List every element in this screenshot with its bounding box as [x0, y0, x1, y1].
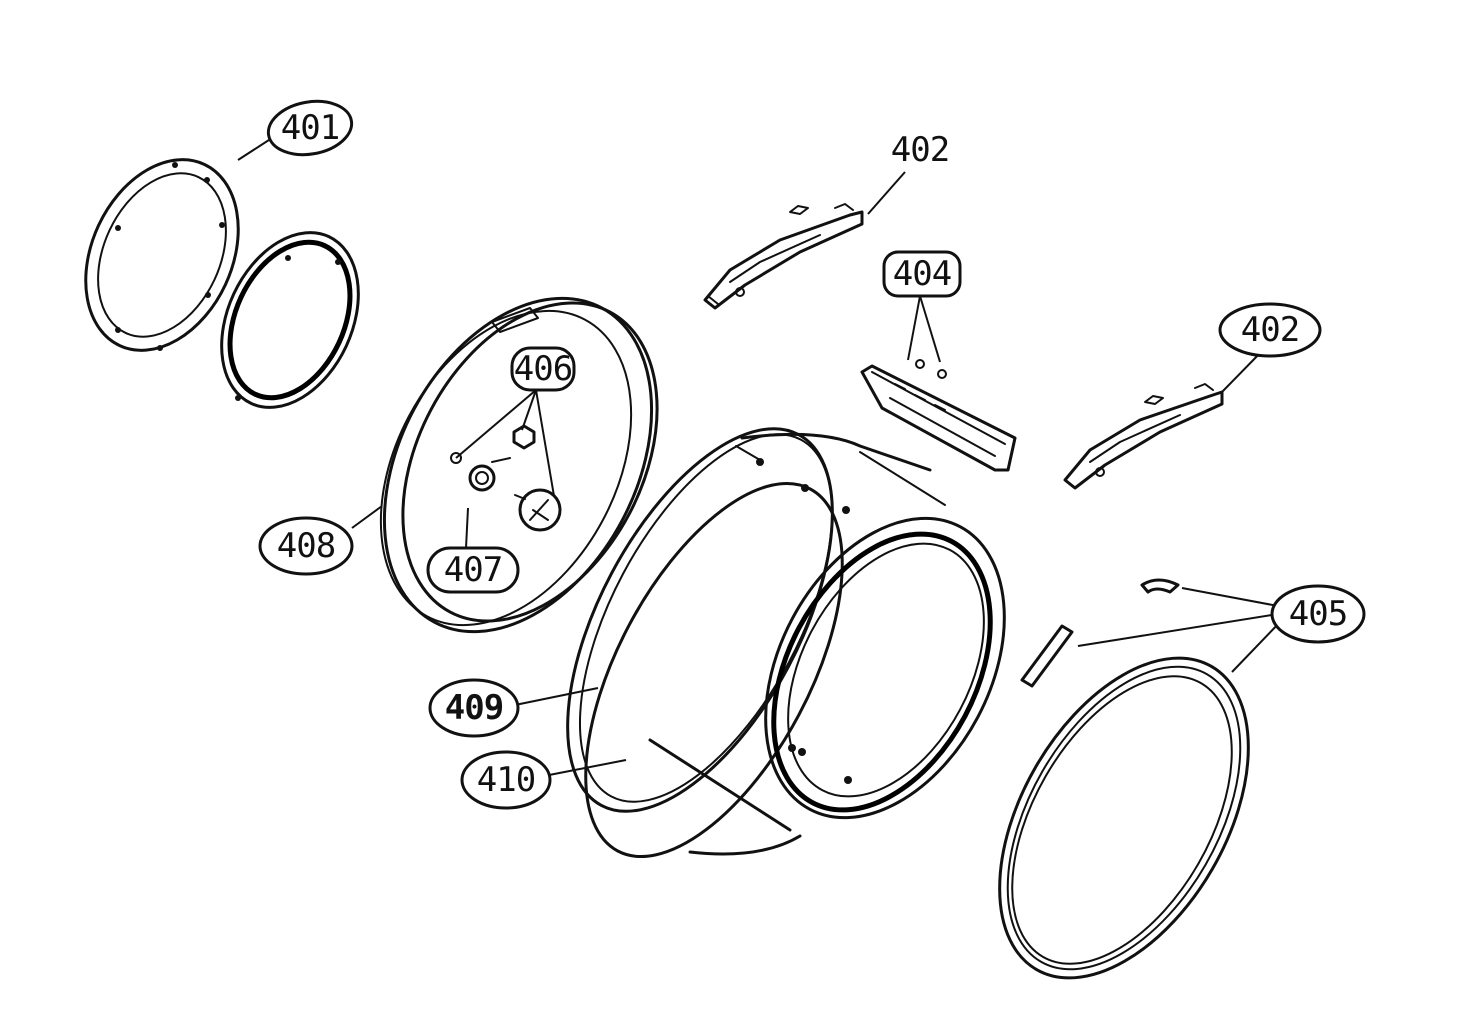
callout-401: 401 — [266, 99, 354, 157]
part-401-door-ring-outer — [84, 158, 240, 352]
callout-409: 409 — [428, 678, 520, 738]
callout-402-lower: 402 — [1218, 302, 1322, 358]
callout-402-lower-text: 402 — [1241, 310, 1299, 350]
callout-409-text: 409 — [445, 688, 503, 728]
callout-405-text: 405 — [1289, 594, 1347, 634]
callout-404: 404 — [882, 250, 962, 298]
callout-407: 407 — [426, 546, 520, 594]
callout-405: 405 — [1270, 584, 1366, 644]
leader-lines — [237, 137, 1283, 777]
callout-402-upper: 402 — [891, 130, 950, 170]
part-408-rear-drum-head — [379, 296, 659, 634]
part-404-bracket — [860, 359, 1017, 472]
part-402-slide-lower — [1063, 383, 1224, 490]
callout-406: 406 — [510, 346, 576, 392]
callout-406-text: 406 — [514, 349, 572, 389]
callout-401-text: 401 — [281, 108, 339, 148]
callout-407-text: 407 — [444, 550, 502, 590]
part-401-door-ring-inner — [220, 231, 360, 409]
part-405-seal-set — [998, 578, 1250, 980]
callout-410: 410 — [460, 750, 552, 810]
part-402-slide-upper — [703, 203, 864, 310]
callout-410-text: 410 — [477, 760, 535, 800]
callout-402-upper-text: 402 — [891, 130, 949, 170]
callout-408: 408 — [258, 516, 354, 576]
part-409-410-drum — [566, 427, 1006, 859]
callout-408-text: 408 — [277, 526, 335, 566]
callout-404-text: 404 — [893, 254, 951, 294]
